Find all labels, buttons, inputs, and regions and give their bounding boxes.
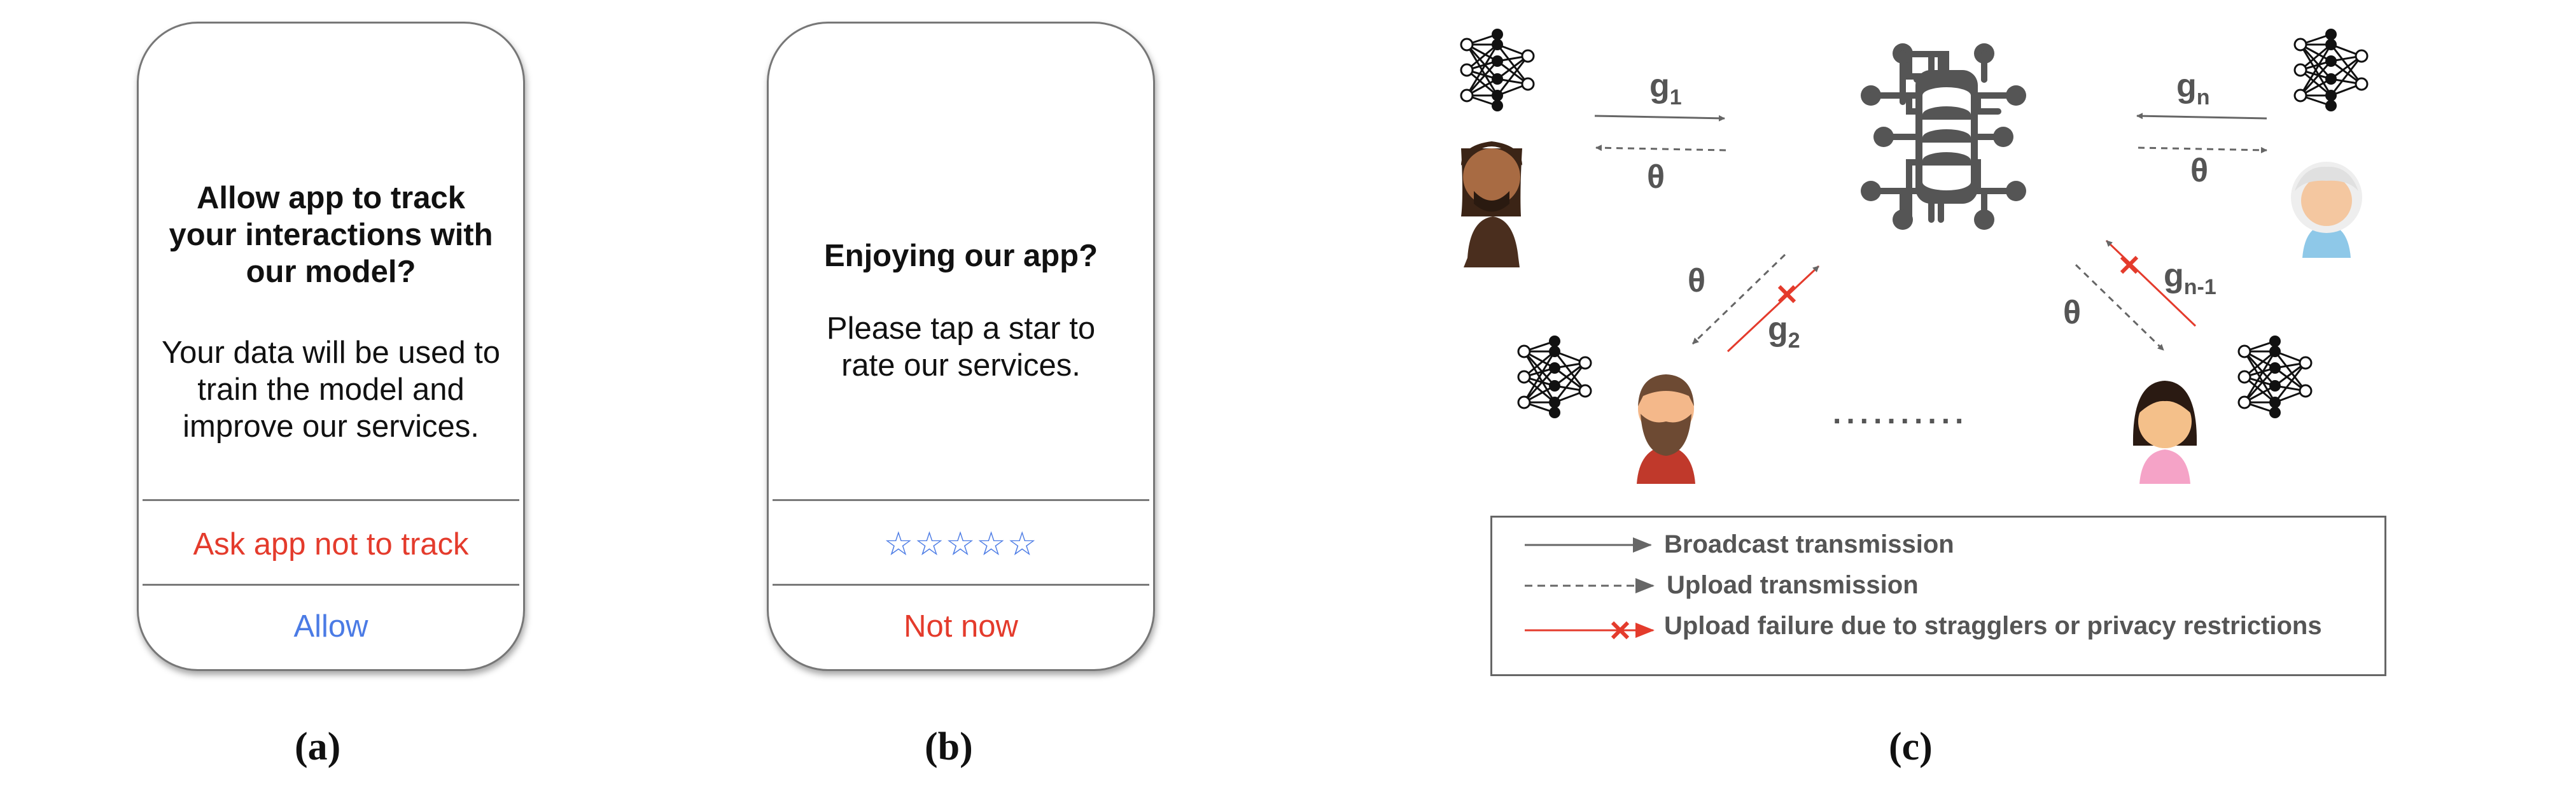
neural-network-icon [1460, 27, 1535, 113]
caption-c: (c) [1889, 725, 1933, 768]
broadcast-arrow [1594, 115, 1725, 122]
ask-not-to-track-button[interactable]: Ask app not to track [193, 527, 469, 562]
divider [773, 499, 1149, 501]
label-theta: θ [1688, 262, 1705, 299]
legend-failure-label: Upload failure due to stragglers or priv… [1664, 612, 2322, 640]
caption-a: (a) [295, 725, 341, 768]
caption-b: (b) [925, 725, 973, 768]
user-avatar-icon [2132, 381, 2197, 484]
failed-upload-arrow [2105, 239, 2197, 327]
phone-tracking-dialog: Allow app to track your interactions wit… [137, 22, 525, 671]
failure-x-icon [1611, 621, 1630, 640]
rating-dialog-title: Enjoying our app? [823, 239, 1098, 273]
upload-arrow [1595, 145, 1726, 152]
neural-network-icon [1517, 334, 1592, 420]
upload-arrow [2075, 264, 2165, 351]
failure-x-icon [1777, 285, 1796, 304]
user-avatar-icon [1461, 141, 1522, 267]
upload-arrow [1691, 253, 1786, 345]
more-clients-ellipsis: .......... [1833, 397, 1968, 430]
tracking-dialog-title: Allow app to track your interactions wit… [169, 181, 493, 289]
label-theta: θ [1647, 159, 1665, 195]
neural-network-icon [2237, 334, 2313, 420]
label-g2: g2 [1768, 311, 1800, 353]
neural-network-icon [2293, 27, 2369, 113]
failure-x-icon [2120, 255, 2139, 274]
server-icon [1861, 43, 2026, 230]
label-gn-minus-1: gn-1 [2164, 257, 2216, 299]
divider [143, 584, 519, 586]
label-theta: θ [2190, 152, 2208, 189]
user-avatar-icon [2291, 162, 2362, 258]
upload-arrow [2138, 146, 2267, 153]
phone-rating-dialog: Enjoying our app? Please tap a star to r… [767, 22, 1155, 671]
legend-upload-label: Upload transmission [1667, 571, 1919, 599]
failed-upload-arrow [1726, 265, 1820, 353]
tracking-dialog-message: Your data will be used to train the mode… [161, 336, 501, 444]
allow-button[interactable]: Allow [293, 609, 368, 644]
star-rating-control[interactable]: ☆☆☆☆☆ [883, 525, 1039, 563]
label-gn: gn [2176, 67, 2210, 110]
not-now-button[interactable]: Not now [904, 609, 1018, 644]
user-avatar-icon [1637, 374, 1695, 484]
label-g1: g1 [1649, 67, 1682, 110]
rating-dialog-message: Please tap a star to rate our services. [826, 311, 1096, 383]
legend: Broadcast transmission Upload transmissi… [1490, 516, 2386, 676]
divider [143, 499, 519, 501]
broadcast-arrow [2136, 113, 2267, 120]
divider [773, 584, 1149, 586]
legend-broadcast-label: Broadcast transmission [1664, 530, 1954, 558]
label-theta: θ [2063, 294, 2081, 331]
